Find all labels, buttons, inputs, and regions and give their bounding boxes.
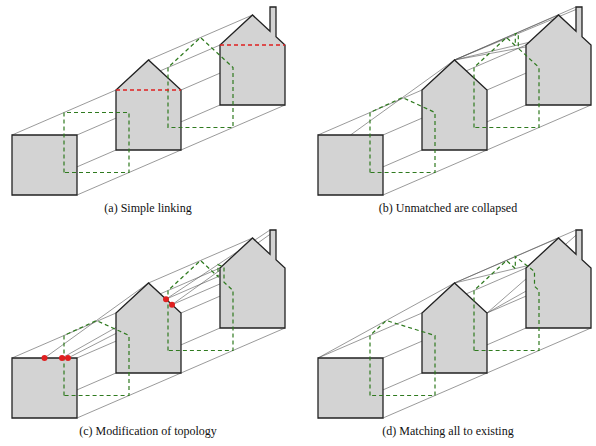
intermediate-shape <box>370 98 435 173</box>
chimney-house-shape <box>220 7 285 105</box>
extrusion-panel <box>12 7 285 195</box>
extrusion-panel <box>318 7 591 195</box>
square-shape <box>12 135 77 195</box>
inserted-vertex <box>163 296 169 302</box>
inserted-vertex <box>42 355 48 361</box>
panel-caption: (d) Matching all to existing <box>380 424 515 439</box>
intermediate-shape <box>370 321 435 396</box>
chimney-house-shape <box>220 230 285 328</box>
intermediate-shape <box>168 261 233 351</box>
square-shape <box>12 358 77 418</box>
panel-caption: (a) Simple linking <box>102 201 193 216</box>
square-shape <box>318 358 383 418</box>
house-shape <box>422 60 487 150</box>
panel-caption: (c) Modification of topology <box>77 424 219 439</box>
square-shape <box>318 135 383 195</box>
inserted-vertex <box>59 355 65 361</box>
house-shape <box>116 283 181 373</box>
unmatched-edge <box>220 44 285 46</box>
intermediate-shape <box>168 38 233 128</box>
inserted-vertex <box>65 355 71 361</box>
extrusion-panel <box>12 230 285 418</box>
house-shape <box>116 60 181 150</box>
unmatched-edge <box>116 89 181 91</box>
intermediate-shape <box>64 321 129 396</box>
extrusion-panel <box>318 230 591 418</box>
intermediate-shape <box>474 34 539 128</box>
panel-caption: (b) Unmatched are collapsed <box>377 201 519 216</box>
inserted-vertex <box>169 302 175 308</box>
intermediate-shape <box>64 113 129 173</box>
chimney-house-shape <box>526 230 591 328</box>
chimney-house-shape <box>526 7 591 105</box>
house-shape <box>422 283 487 373</box>
intermediate-shape <box>474 257 539 351</box>
